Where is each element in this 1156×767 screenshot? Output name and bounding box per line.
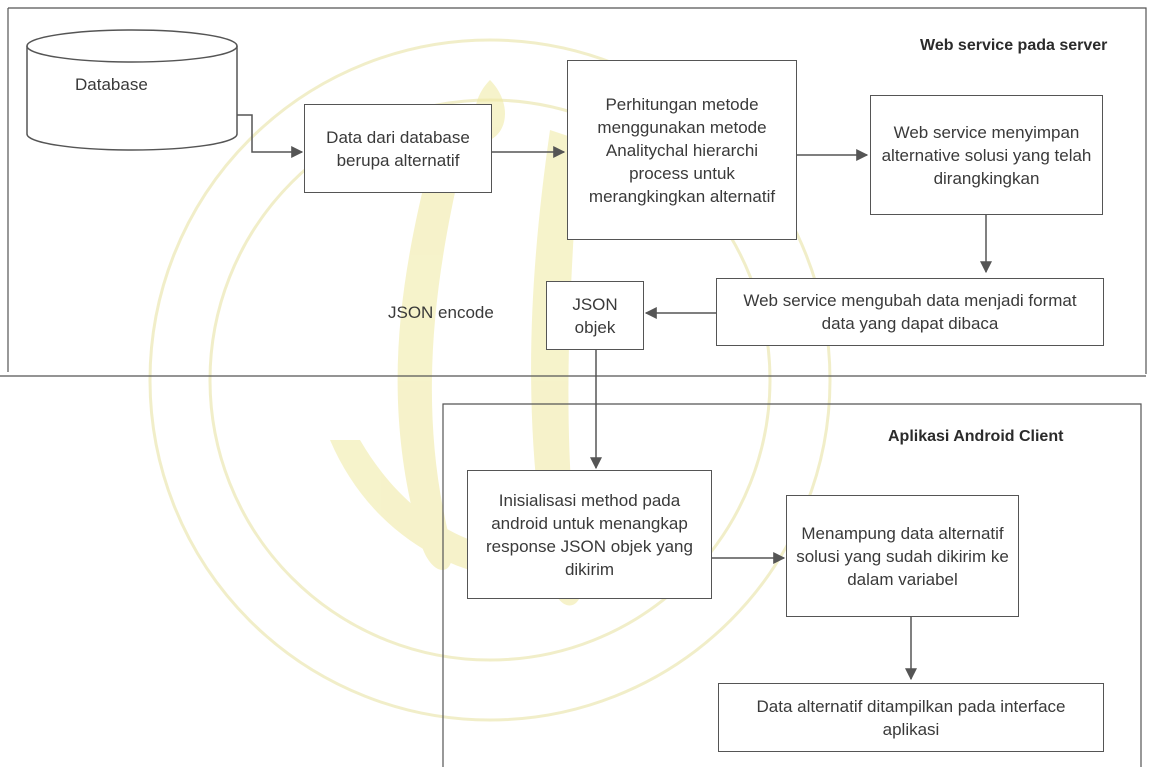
store-solution-text: Web service menyimpan alternative solusi… [881, 122, 1092, 188]
hold-data-box: Menampung data alternatif solusi yang su… [786, 495, 1019, 617]
display-data-text: Data alternatif ditampilkan pada interfa… [756, 696, 1066, 739]
ahp-calculation-text: Perhitungan metode menggunakan metode An… [588, 94, 776, 206]
ahp-calculation-box: Perhitungan metode menggunakan metode An… [567, 60, 797, 240]
client-region-title: Aplikasi Android Client [888, 428, 1064, 445]
json-object-box: JSON objek [546, 281, 644, 350]
init-method-box: Inisialisasi method pada android untuk m… [467, 470, 712, 599]
hold-data-text: Menampung data alternatif solusi yang su… [796, 523, 1009, 589]
database-label: Database [75, 75, 148, 94]
display-data-box: Data alternatif ditampilkan pada interfa… [718, 683, 1104, 752]
json-object-text: JSON objek [572, 294, 618, 337]
data-source-box: Data dari database berupa alternatif [304, 104, 492, 193]
store-solution-box: Web service menyimpan alternative solusi… [870, 95, 1103, 215]
client-region-frame [442, 403, 1142, 767]
server-region-title: Web service pada server [920, 37, 1108, 54]
convert-format-text: Web service mengubah data menjadi format… [743, 291, 1077, 333]
arrow-database-to-data [237, 114, 304, 158]
server-region-frame [0, 7, 1147, 377]
data-source-text: Data dari database berupa alternatif [326, 127, 470, 170]
json-encode-label: JSON encode [388, 303, 494, 322]
convert-format-box: Web service mengubah data menjadi format… [716, 278, 1104, 346]
database-cylinder-icon [26, 29, 238, 151]
init-method-text: Inisialisasi method pada android untuk m… [486, 490, 693, 579]
